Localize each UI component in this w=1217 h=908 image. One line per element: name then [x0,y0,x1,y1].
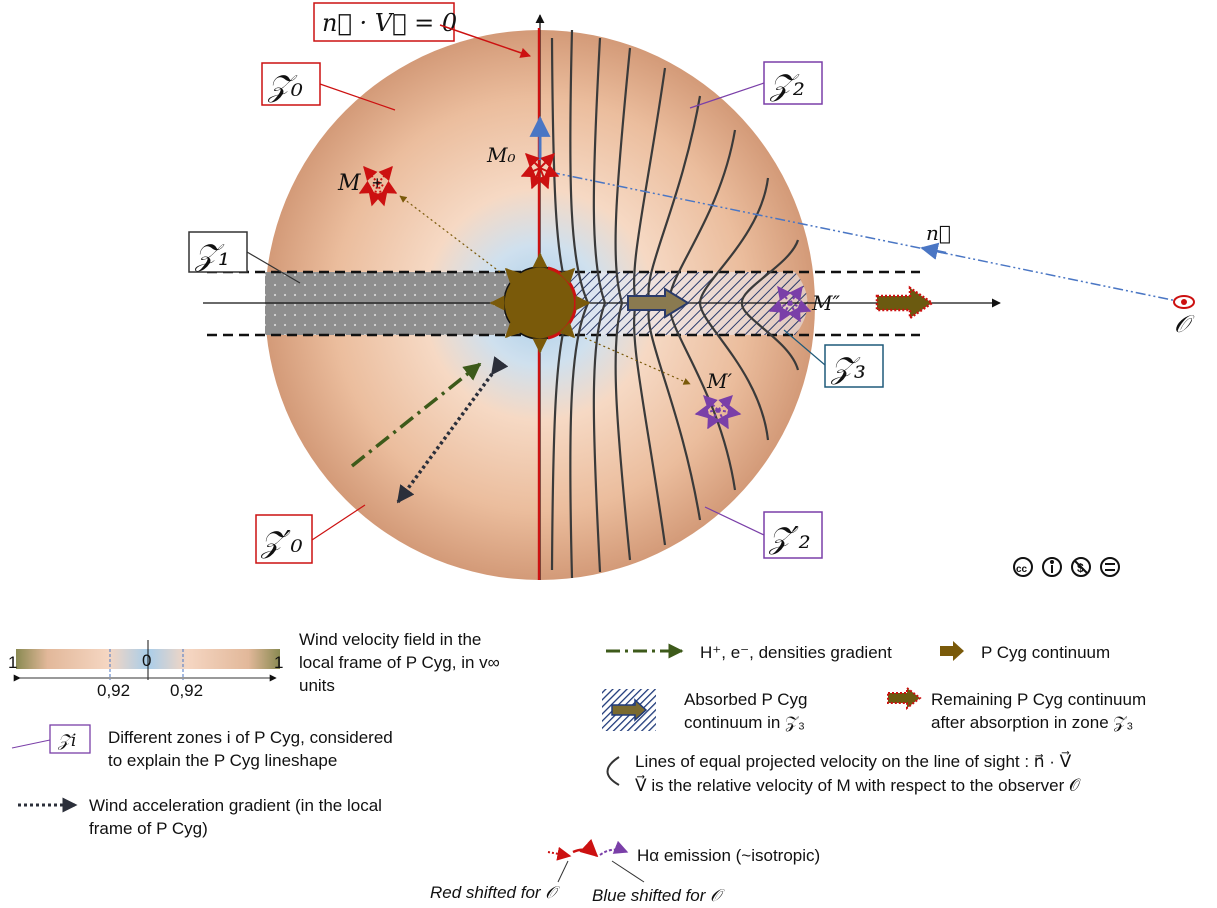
absorbed-continuum-arrow [627,287,690,319]
label-m: M [337,171,361,196]
legend-halpha-red-dotted [547,846,572,861]
legend-zone-leader [11,739,51,749]
legend-continuum: P Cyg continuum [981,643,1110,662]
colorbar-right-end: 1 [274,653,283,672]
legend-blue-leader [611,860,645,883]
legend-accel-line1: Wind acceleration gradient (in the local [89,796,382,815]
zone-z0p-box [255,514,313,564]
legend-equal-vel-line1: Lines of equal projected velocity on the… [635,751,1072,771]
legend-absorbed-line1: Absorbed P Cyg [684,690,807,709]
colorbar-tick-left: 0,92 [97,681,130,700]
legend-absorbed-line2: continuum in 𝒵₃ [684,713,805,732]
label-mp: M′ [706,369,732,393]
legend-zones-line1: Different zones i of P Cyg, considered [108,728,393,747]
legend-halpha-red-solid [572,838,599,858]
star-continuum-arrows [489,252,591,354]
zone-z2-box [763,61,823,105]
license-icons: cc $ [1013,557,1120,577]
legend-zones-line2: to explain the P Cyg lineshape [108,751,337,770]
zone-z0-label: 𝒵₀ [267,69,303,104]
zone-z2p-label: 𝒵′₂ [768,521,811,556]
emission-m0 [520,153,560,190]
zone-z3-box [824,344,884,388]
legend-continuum-arrow [940,641,964,661]
nd-icon [1100,557,1120,577]
top-label-leader [439,24,531,58]
nc-icon: $ [1071,557,1091,577]
emission-mp [694,395,742,430]
remaining-continuum-arrow [875,285,935,321]
cc-icon: cc [1013,557,1033,577]
colorbar-left-end: 1 [8,653,17,672]
zone-z3-label: 𝒵₃ [830,351,866,386]
m-cross: + [372,173,383,193]
emission-m [358,165,398,207]
by-icon [1042,557,1062,577]
observer-label: 𝒪 [1174,310,1195,338]
label-n-vector: n⃗ [926,221,951,245]
zone-z2-label: 𝒵₂ [769,68,805,103]
guide-to-m [399,195,501,273]
legend-blue-shifted: Blue shifted for 𝒪 [592,886,725,905]
legend-accel-line2: frame of P Cyg) [89,819,208,838]
legend-halpha-purple [599,840,629,856]
svg-text:cc: cc [1016,564,1028,575]
zone-z0-box [261,62,321,106]
guide-to-mp [584,337,691,385]
top-label: n⃗ · V⃗ = 0 [322,9,457,37]
legend-remaining-line1: Remaining P Cyg continuum [931,690,1146,709]
legend-red-leader [557,860,569,883]
legend-velocity-line1: Wind velocity field in the [299,630,481,649]
zone-z0-leader [319,83,396,111]
legend-halpha: Hα emission (~isotropic) [637,846,820,865]
zone-z1-label: 𝒵₁ [194,238,230,273]
observer-eye-icon [1173,295,1195,309]
legend-velocity-line2: local frame of P Cyg, in v∞ [299,653,500,672]
zone-z2p-leader [704,506,765,536]
top-label-box [313,2,455,42]
legend-remaining-arrow [887,685,922,711]
zone-z0p-label: 𝒵′₀ [260,525,303,560]
legend-absorbed-arrow [611,698,648,722]
svg-text:$: $ [1077,561,1084,575]
emission-mpp [768,285,812,323]
legend-equal-velocity-curve [606,756,620,786]
zone-z1-leader [246,251,301,284]
n-vector-arrow [920,242,947,260]
legend-red-shifted: Red shifted for 𝒪 [430,883,560,902]
legend-velocity-line3: units [299,676,335,695]
colorbar-tick-right: 0,92 [170,681,203,700]
legend-remaining-line2: after absorption in zone 𝒵₃ [931,713,1133,732]
acceleration-gradient-arrow [396,356,509,504]
label-mpp: M″ [811,291,840,315]
label-m0: M₀ [486,143,516,167]
legend-equal-vel-line2: V⃗ is the relative velocity of M with re… [635,775,1081,795]
zone-z2-leader [689,82,765,109]
zone-z3-leader [783,329,826,366]
legend-zone-box-label: 𝒵i [57,731,76,751]
line-of-sight [549,171,1183,303]
colorbar-center: 0 [142,651,151,670]
legend-zone-box [49,724,91,754]
zone-z0p-leader [311,504,366,541]
legend-density: H⁺, e⁻, densities gradient [700,643,892,662]
